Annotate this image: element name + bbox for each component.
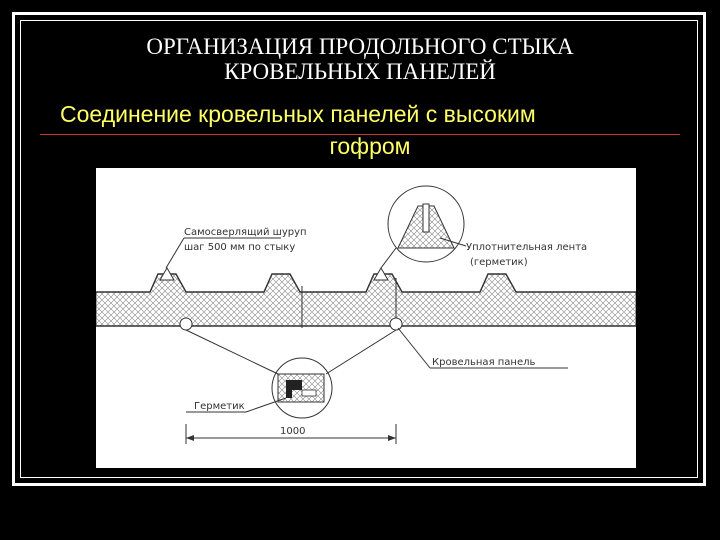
leader-bottom-left bbox=[185, 329, 279, 375]
detail-top-screw bbox=[422, 203, 430, 233]
seal-mark-right bbox=[389, 317, 403, 331]
panel-top-skin bbox=[96, 273, 636, 293]
label-seal-line-2: (герметик) bbox=[470, 257, 528, 268]
leader-bottom-right bbox=[325, 329, 397, 375]
leader-panel bbox=[397, 327, 431, 369]
leader-screw bbox=[165, 237, 185, 269]
subtitle-line-2: гофром bbox=[329, 133, 411, 159]
leader-top-circle bbox=[380, 247, 397, 269]
slide-subtitle: Соединение кровельных панелей с высоким … bbox=[40, 98, 680, 162]
title-line-1: ОРГАНИЗАЦИЯ ПРОДОЛЬНОГО СТЫКА bbox=[146, 34, 574, 59]
slide-frame-inner bbox=[20, 20, 698, 478]
detail-bottom-sealant bbox=[286, 380, 302, 398]
dimension-arrow-right bbox=[388, 435, 396, 441]
technical-drawing: Самосверлящий шуруп шаг 500 мм по стыку … bbox=[96, 168, 636, 468]
dimension-arrow-left bbox=[186, 435, 194, 441]
slide-title: ОРГАНИЗАЦИЯ ПРОДОЛЬНОГО СТЫКА КРОВЕЛЬНЫХ… bbox=[40, 34, 680, 84]
screw-left bbox=[159, 267, 175, 281]
leader-sealant bbox=[245, 397, 287, 413]
label-panel: Кровельная панель bbox=[432, 357, 536, 368]
label-screw-line-1: Самосверлящий шуруп bbox=[184, 227, 307, 238]
dimension-value: 1000 bbox=[280, 426, 305, 437]
subtitle-line-1: Соединение кровельных панелей с высоким bbox=[60, 101, 536, 127]
leader-seal bbox=[439, 237, 467, 247]
label-screw-line-2: шаг 500 мм по стыку bbox=[184, 242, 295, 253]
subtitle-underline bbox=[40, 134, 680, 135]
detail-bottom-gap bbox=[301, 389, 317, 397]
label-seal-line-1: Уплотнительная лента bbox=[466, 242, 587, 253]
seal-mark-left bbox=[179, 317, 193, 331]
title-line-2: КРОВЕЛЬНЫХ ПАНЕЛЕЙ bbox=[224, 59, 496, 84]
screw-right bbox=[373, 267, 389, 281]
roof-panel-joint-drawing: Самосверлящий шуруп шаг 500 мм по стыку … bbox=[96, 185, 636, 444]
panel-body bbox=[96, 273, 636, 327]
label-sealant: Герметик bbox=[194, 401, 245, 412]
slide-frame-outer bbox=[12, 12, 706, 486]
